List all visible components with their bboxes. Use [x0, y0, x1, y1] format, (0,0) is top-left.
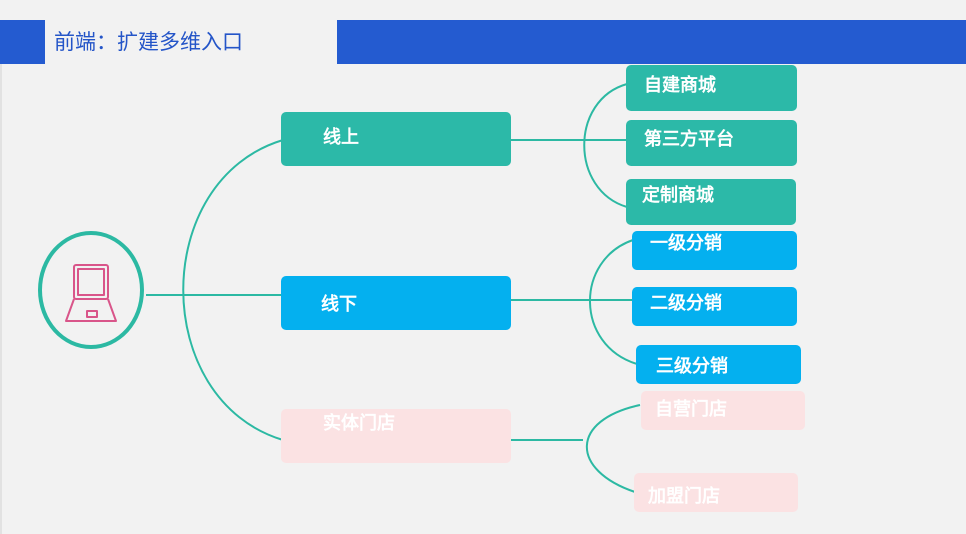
leaf-store-2: 加盟门店: [634, 473, 798, 512]
left-edge-line: [0, 64, 2, 534]
connector-store-arc: [585, 404, 641, 493]
leaf-offline-1-label: 一级分销: [650, 233, 722, 254]
connector-root-arc: [182, 139, 284, 441]
branch-offline-label: 线下: [321, 294, 357, 315]
leaf-store-1: 自营门店: [641, 391, 805, 430]
branch-offline: 线下: [281, 276, 511, 330]
laptop-icon: [65, 264, 117, 322]
leaf-online-2: 第三方平台: [626, 120, 797, 166]
branch-store-label: 实体门店: [323, 413, 395, 434]
connector-online-arc: [583, 83, 628, 208]
branch-store: 实体门店: [281, 409, 511, 463]
leaf-store-2-label: 加盟门店: [648, 486, 720, 507]
leaf-online-1: 自建商城: [626, 65, 797, 111]
leaf-offline-2-label: 二级分销: [650, 293, 722, 314]
leaf-online-2-label: 第三方平台: [644, 129, 734, 150]
leaf-offline-2: 二级分销: [632, 287, 797, 326]
leaf-online-3-label: 定制商城: [642, 185, 714, 206]
branch-online-label: 线上: [323, 127, 359, 148]
connector-offline-arc: [589, 239, 638, 365]
root-node: [38, 231, 144, 349]
leaf-offline-3-label: 三级分销: [656, 356, 728, 377]
leaf-offline-1: 一级分销: [632, 231, 797, 270]
header-bar-left: [0, 20, 45, 64]
header-bar-right: [337, 20, 966, 64]
leaf-offline-3: 三级分销: [636, 345, 801, 384]
leaf-online-3: 定制商城: [626, 179, 796, 225]
page-title: 前端：扩建多维入口: [54, 30, 243, 54]
leaf-store-1-label: 自营门店: [655, 399, 727, 420]
branch-online: 线上: [281, 112, 511, 166]
leaf-online-1-label: 自建商城: [644, 75, 716, 96]
